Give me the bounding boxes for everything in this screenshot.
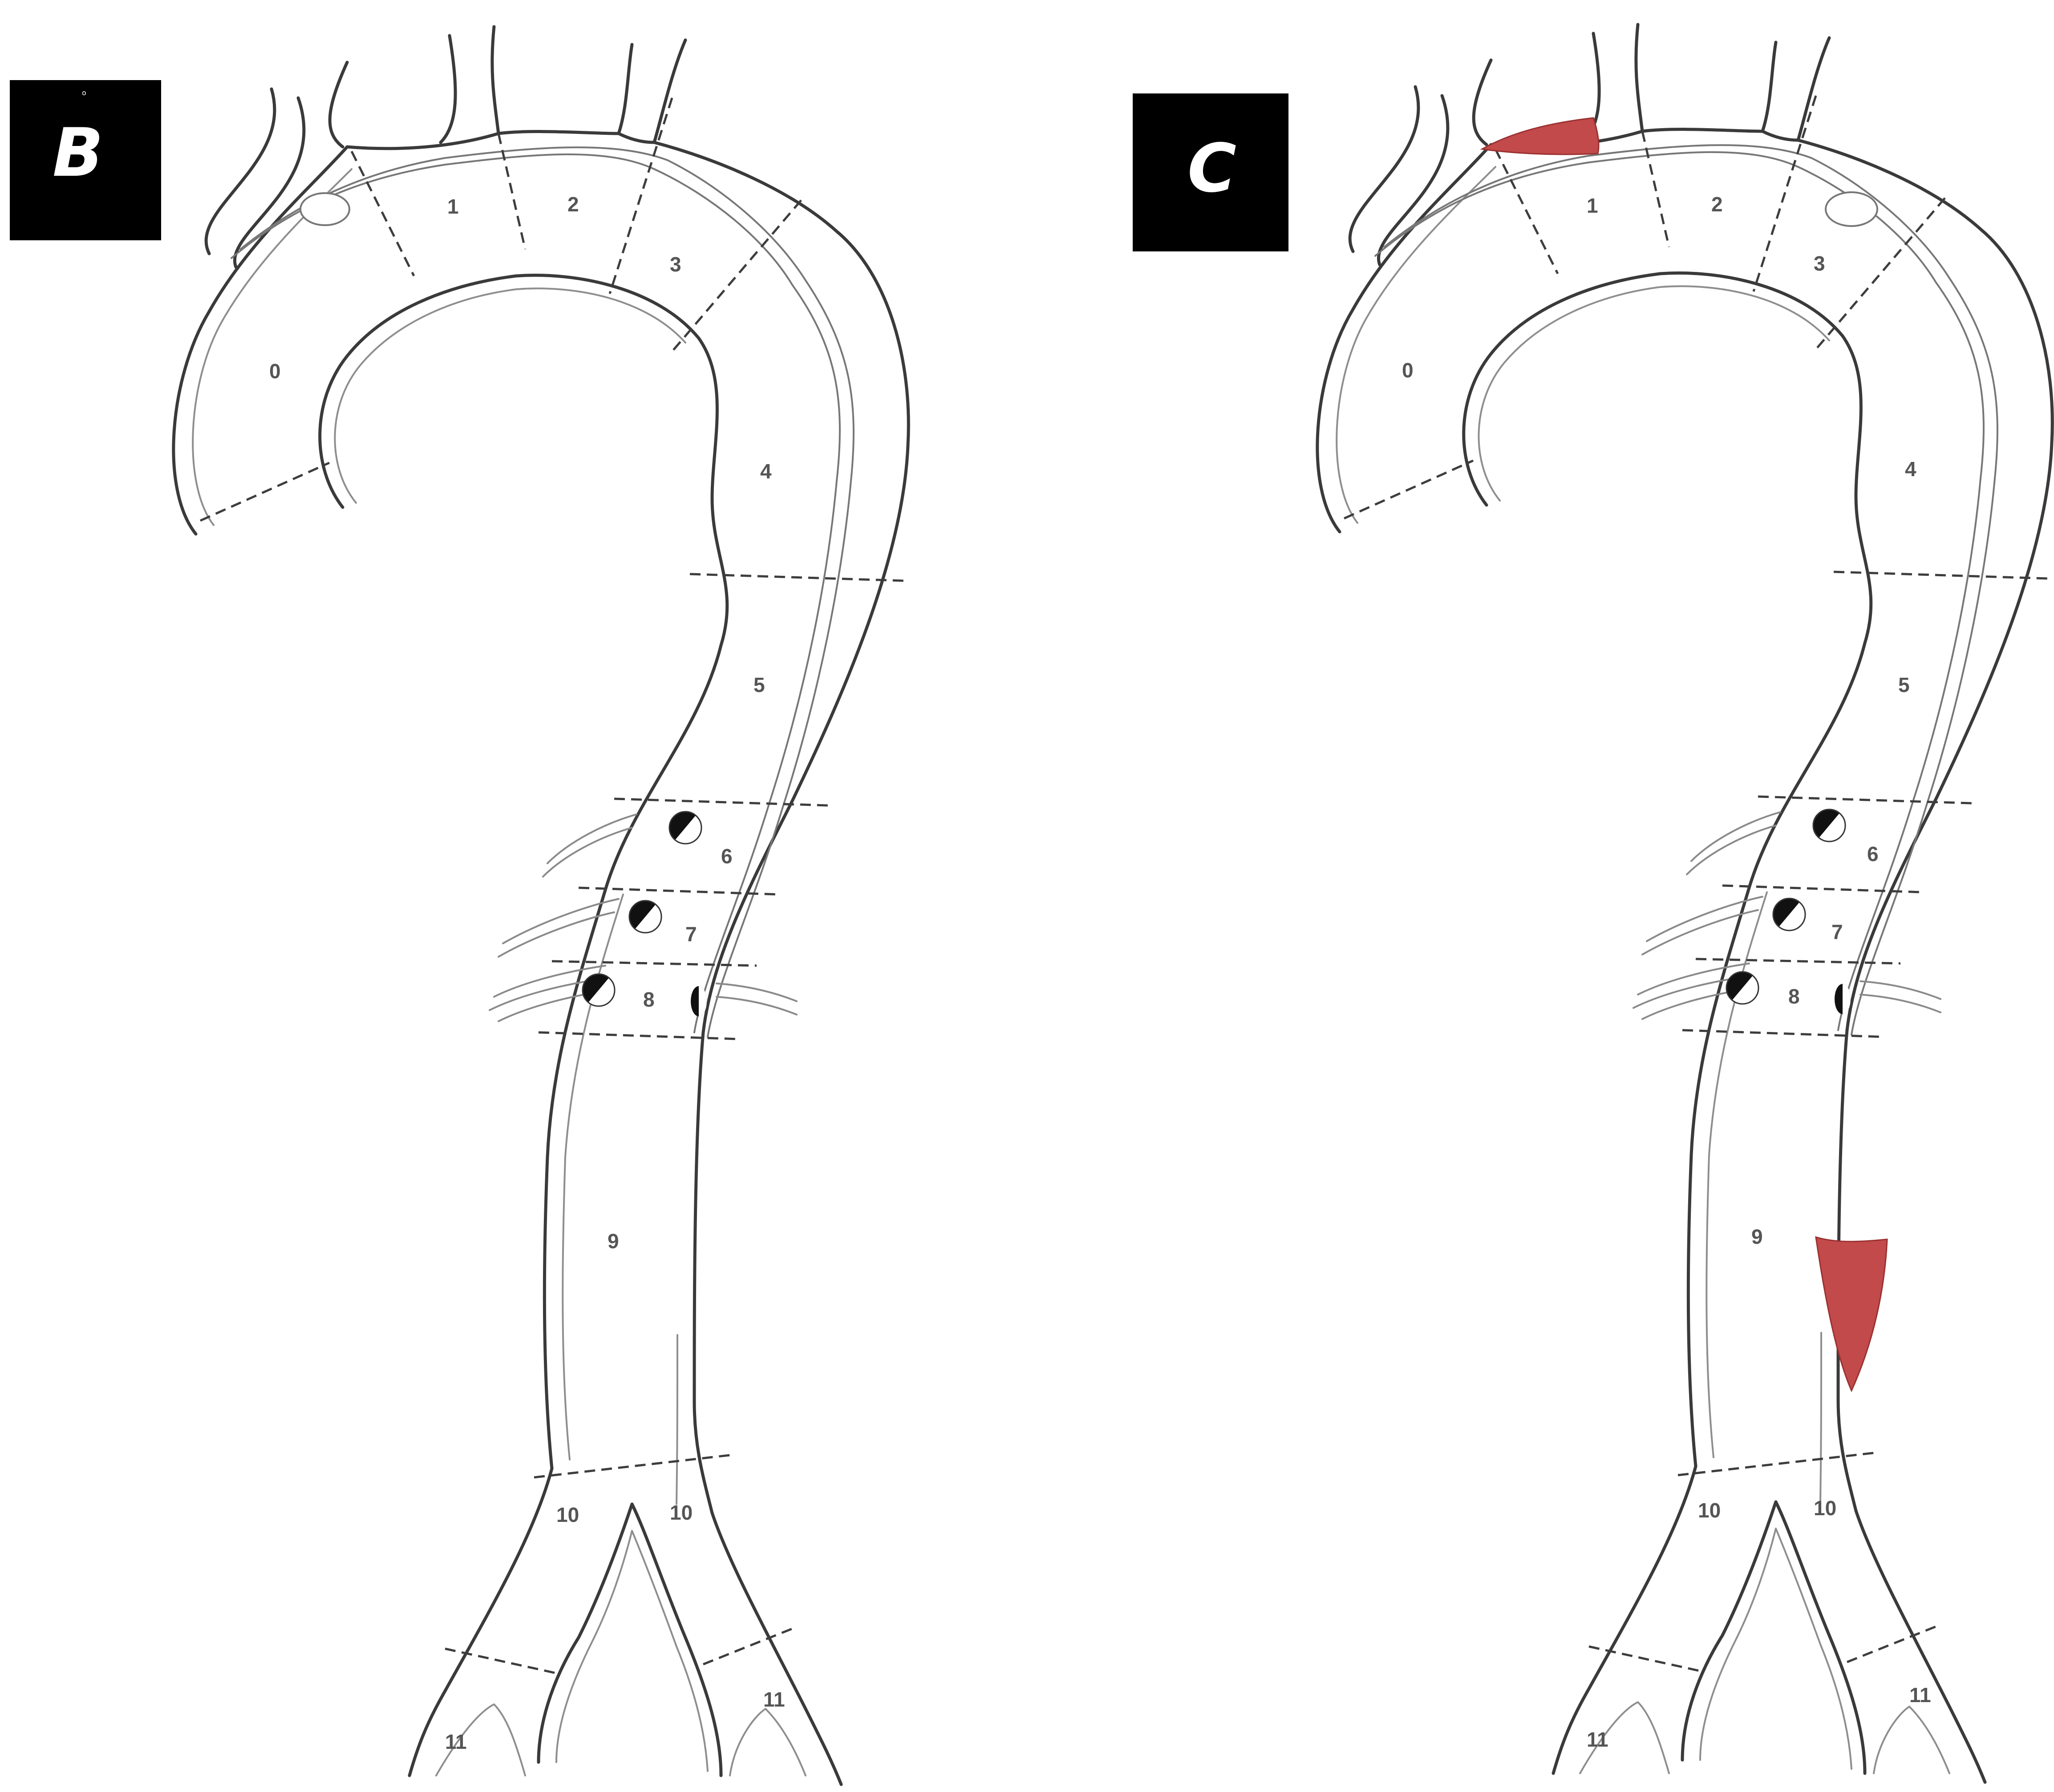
zone-label-0: 0: [269, 360, 281, 383]
zone-label-10-left: 10: [1814, 1497, 1836, 1520]
zone-label-8: 8: [1788, 985, 1800, 1008]
zone-label-2: 2: [567, 193, 579, 216]
zone-label-4: 4: [760, 460, 772, 483]
thrombus-zone-1: [1482, 118, 1599, 154]
zone-label-1: 1: [1587, 194, 1598, 217]
zone-label-1: 1: [447, 195, 459, 218]
panel-b: B o 0 1 2 3 4 5 6 7 8 9 10 10 11 11: [10, 27, 908, 1784]
zone-label-5: 5: [754, 673, 765, 696]
aorta-schematic: [1317, 24, 2052, 1782]
zone-labels: 0 1 2 3 4 5 6 7 8 9 10 10 11 11: [1402, 193, 1931, 1751]
aorta-schematic: [174, 27, 908, 1784]
zone-label-9: 9: [608, 1230, 619, 1253]
zone-label-11-left: 11: [1909, 1683, 1931, 1707]
intimal-tear: [300, 193, 349, 225]
panel-label: C: [1187, 130, 1236, 207]
zone-label-11-right: 11: [1587, 1728, 1608, 1751]
zone-label-6: 6: [721, 845, 733, 868]
panel-label: B: [53, 114, 103, 192]
zone-label-8: 8: [643, 988, 655, 1011]
zone-label-7: 7: [685, 922, 697, 946]
zone-label-10-left: 10: [670, 1501, 693, 1524]
zone-label-4: 4: [1905, 457, 1916, 481]
zone-label-10-right: 10: [556, 1503, 579, 1526]
zone-label-11-left: 11: [763, 1688, 785, 1711]
zone-label-9: 9: [1751, 1225, 1763, 1248]
zone-label-2: 2: [1711, 193, 1723, 216]
intimal-tear: [1826, 192, 1877, 226]
panel-label-mark: o: [82, 89, 86, 97]
zone-label-11-right: 11: [445, 1730, 467, 1753]
zone-label-6: 6: [1867, 842, 1879, 866]
thrombus-zone-9: [1816, 1237, 1887, 1391]
zone-label-10-right: 10: [1698, 1499, 1721, 1522]
zone-label-5: 5: [1898, 673, 1910, 696]
zone-label-3: 3: [670, 253, 681, 276]
zone-labels: 0 1 2 3 4 5 6 7 8 9 10 10 11 11: [269, 193, 785, 1753]
panel-c: C 0 1 2 3 4 5 6 7 8 9 10 10 11 11: [1133, 24, 2052, 1782]
zone-label-0: 0: [1402, 359, 1414, 382]
zone-label-3: 3: [1814, 252, 1825, 275]
zone-label-7: 7: [1831, 920, 1843, 943]
